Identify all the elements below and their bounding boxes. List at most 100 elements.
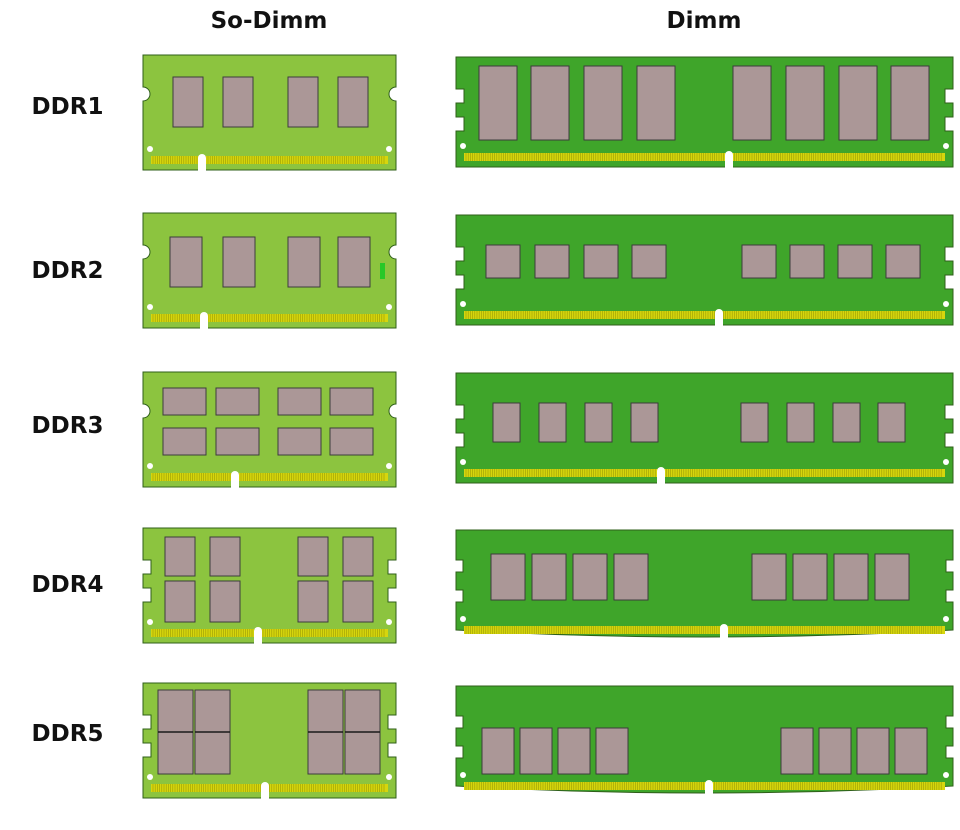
- ddr5-sodimm-module: [142, 682, 397, 799]
- ddr1-sodimm-module: [142, 54, 397, 171]
- ddr1-dimm-chip-6: [785, 65, 825, 141]
- row-label-ddr5: DDR5: [31, 721, 104, 747]
- ddr1-dimm-hole-left: [460, 143, 466, 149]
- ddr3-sodimm-hole-left: [147, 463, 153, 469]
- ddr3-sodimm-chip-5: [162, 427, 207, 456]
- ddr2-dimm-pin-lines: [465, 311, 942, 319]
- ddr1-sodimm-chip-1: [172, 76, 204, 128]
- ddr1-dimm-chip-7: [838, 65, 878, 141]
- ddr4-sodimm-module: [142, 527, 397, 644]
- ddr3-sodimm-chip-2: [215, 387, 260, 416]
- ddr4-dimm-pin-lines: [465, 626, 942, 634]
- ddr1-sodimm-chip-2: [222, 76, 254, 128]
- ddr2-dimm-pcb: [455, 214, 954, 326]
- ddr5-dimm-key-notch: [705, 780, 713, 797]
- ddr4-sodimm-key-notch: [254, 627, 262, 644]
- ddr3-dimm-chip-8: [877, 402, 906, 443]
- ddr2-dimm-chip-3: [583, 244, 619, 279]
- ddr3-sodimm-key-notch: [231, 471, 239, 488]
- ddr3-sodimm-module: [142, 371, 397, 488]
- ddr2-dimm-key-notch: [715, 309, 723, 326]
- ddr4-dimm-chip-8: [874, 553, 910, 601]
- ddr1-dimm-chip-1: [478, 65, 518, 141]
- ddr4-dimm-module: [455, 529, 954, 641]
- ddr5-dimm-module: [455, 685, 954, 797]
- ddr4-dimm-hole-right: [943, 616, 949, 622]
- ddr5-dimm-chip-3: [557, 727, 591, 775]
- ddr5-dimm-chip-4: [595, 727, 629, 775]
- ddr4-sodimm-chip-3: [297, 536, 329, 577]
- sodimm-column-header: So-Dimm: [210, 8, 328, 34]
- ddr3-dimm-chip-2: [538, 402, 567, 443]
- ddr1-sodimm-key-notch: [198, 154, 206, 171]
- ddr3-dimm-chip-1: [492, 402, 521, 443]
- ddr3-dimm-pin-lines: [465, 469, 942, 477]
- row-label-ddr2: DDR2: [31, 258, 104, 284]
- ddr3-sodimm-chip-1: [162, 387, 207, 416]
- ddr2-sodimm-pcb: [142, 212, 397, 329]
- ddr5-dimm-hole-left: [460, 772, 466, 778]
- ddr3-sodimm-pin-lines: [152, 473, 385, 481]
- ddr5-dimm-pin-strip: [464, 782, 945, 790]
- ddr3-dimm-pin-strip: [464, 469, 945, 477]
- ddr3-dimm-chip-6: [786, 402, 815, 443]
- ddr2-dimm-chip-1: [485, 244, 521, 279]
- ddr3-dimm-hole-right: [943, 459, 949, 465]
- ddr4-dimm-chip-7: [833, 553, 869, 601]
- ddr5-dimm-hole-right: [943, 772, 949, 778]
- ddr4-dimm-chip-5: [751, 553, 787, 601]
- ddr1-dimm-pin-lines: [465, 153, 942, 161]
- ddr4-sodimm-chip-4: [342, 536, 374, 577]
- ddr2-dimm-hole-right: [943, 301, 949, 307]
- ddr4-sodimm-chip-8: [342, 580, 374, 623]
- ddr4-dimm-hole-left: [460, 616, 466, 622]
- ddr1-sodimm-pcb: [142, 54, 397, 171]
- ddr3-dimm-hole-left: [460, 459, 466, 465]
- ddr4-sodimm-chip-7: [297, 580, 329, 623]
- ddr2-sodimm-chip-1: [169, 236, 203, 288]
- ddr5-sodimm-hole-left: [147, 774, 153, 780]
- ddr1-dimm-hole-right: [943, 143, 949, 149]
- ddr1-dimm-key-notch: [725, 151, 733, 168]
- ddr1-sodimm-hole-right: [386, 146, 392, 152]
- row-label-ddr1: DDR1: [31, 94, 104, 120]
- ddr4-sodimm-chip-2: [209, 536, 241, 577]
- ddr4-sodimm-chip-6: [209, 580, 241, 623]
- ddr5-dimm-chip-7: [856, 727, 890, 775]
- dimm-column-header: Dimm: [666, 8, 742, 34]
- ddr1-dimm-chip-4: [636, 65, 676, 141]
- ddr4-dimm-pin-strip: [464, 626, 945, 634]
- ddr3-sodimm-chip-3: [277, 387, 322, 416]
- ddr4-sodimm-chip-1: [164, 536, 196, 577]
- ddr4-dimm-chip-2: [531, 553, 567, 601]
- ddr1-dimm-chip-2: [530, 65, 570, 141]
- ddr2-sodimm-chip-4: [337, 236, 371, 288]
- ddr2-sodimm-indicator: [380, 263, 385, 279]
- ddr1-dimm-chip-3: [583, 65, 623, 141]
- ddr4-sodimm-hole-left: [147, 619, 153, 625]
- ddr2-sodimm-key-notch: [200, 312, 208, 329]
- ddr3-sodimm-hole-right: [386, 463, 392, 469]
- ddr2-dimm-chip-4: [631, 244, 667, 279]
- ddr1-dimm-chip-5: [732, 65, 772, 141]
- ddr3-sodimm-chip-8: [329, 427, 374, 456]
- ddr3-dimm-chip-4: [630, 402, 659, 443]
- ddr4-dimm-chip-1: [490, 553, 526, 601]
- ddr2-dimm-chip-8: [885, 244, 921, 279]
- ddr1-sodimm-chip-4: [337, 76, 369, 128]
- ddr2-sodimm-hole-left: [147, 304, 153, 310]
- ddr4-dimm-chip-6: [792, 553, 828, 601]
- ddr2-dimm-hole-left: [460, 301, 466, 307]
- ddr5-sodimm-hole-right: [386, 774, 392, 780]
- row-label-ddr3: DDR3: [31, 413, 104, 439]
- ddr5-dimm-chip-8: [894, 727, 928, 775]
- ddr2-sodimm-module: [142, 212, 397, 329]
- ddr5-dimm-chip-2: [519, 727, 553, 775]
- ddr2-dimm-chip-2: [534, 244, 570, 279]
- ddr2-sodimm-pin-lines: [152, 314, 385, 322]
- ddr1-dimm-chip-8: [890, 65, 930, 141]
- ddr2-sodimm-hole-right: [386, 304, 392, 310]
- ddr4-sodimm-hole-right: [386, 619, 392, 625]
- ddr4-dimm-chip-3: [572, 553, 608, 601]
- ddr4-dimm-key-notch: [720, 624, 728, 641]
